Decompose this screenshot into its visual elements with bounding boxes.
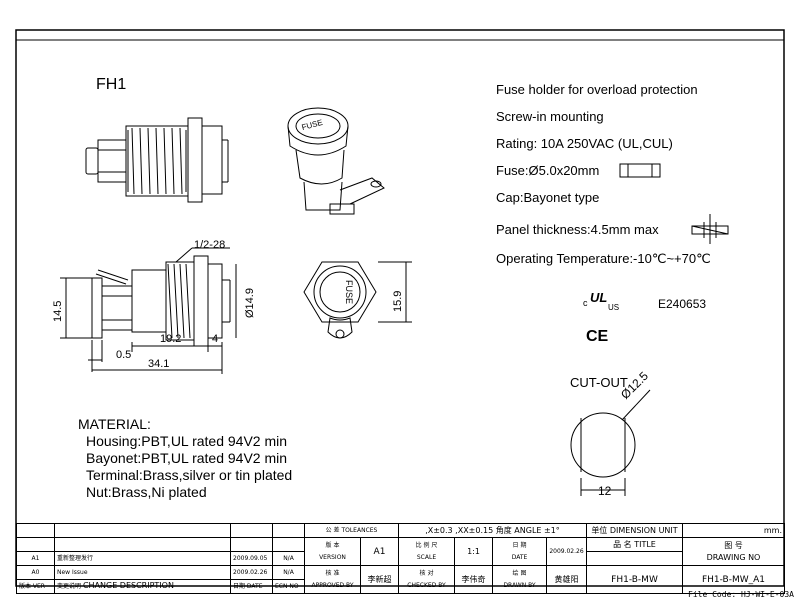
unit-value: mm. xyxy=(682,523,785,538)
holder-perspective-view: FUSE xyxy=(287,107,385,215)
approved-label-en: APPROVED BY xyxy=(311,581,354,589)
spec-mounting: Screw-in mounting xyxy=(496,109,604,124)
material-heading: MATERIAL: xyxy=(78,416,151,432)
ul-logo: UL xyxy=(590,290,608,305)
approved-label-cn: 核 准 xyxy=(325,569,340,577)
rev-ecn-1: N/A xyxy=(272,565,305,580)
spec-fuse: Fuse:Ø5.0x20mm xyxy=(496,163,600,178)
page-title: FH1 xyxy=(96,76,127,93)
scale-label-cn: 比 例 尺 xyxy=(415,541,438,549)
hdr-desc-cn: 变更说明 xyxy=(57,583,82,590)
spec-cap: Cap:Bayonet type xyxy=(496,190,600,205)
dim-nut-width: 15.9 xyxy=(392,290,404,312)
ul-file-number: E240653 xyxy=(658,297,707,311)
rev-desc-1: New Issue xyxy=(54,565,231,580)
title-block: 公 差 TOLEANCES ,X±0.3 ,XX±0.15 角度 ANGLE ±… xyxy=(16,523,785,594)
svg-text:FUSE: FUSE xyxy=(344,280,354,304)
drawing-label-en: DRAWING NO xyxy=(706,552,761,562)
drawn-label-en: DRAWN BY xyxy=(503,581,536,589)
ul-c-mark: c xyxy=(583,298,588,308)
cutout-view xyxy=(570,389,651,496)
hdr-ver: 版本 VER xyxy=(16,579,55,594)
checked-label-en: CHECKED BY xyxy=(407,581,446,589)
rev-ver-1: A0 xyxy=(16,565,55,580)
rev-ver-0: A1 xyxy=(16,551,55,566)
unit-label: 单位 DIMENSION UNIT xyxy=(586,523,683,538)
dim-thread: 1/2-28 xyxy=(194,239,226,251)
title-label: 品 名 TITLE xyxy=(586,537,683,552)
hdr-date: 日期 DATE xyxy=(230,579,273,594)
dim-body-length: 19.2 xyxy=(160,333,182,345)
hdr-desc-en: CHANGE DESCRIPTION xyxy=(82,581,174,590)
material-nut: Nut:Brass,Ni plated xyxy=(86,484,207,500)
rev-ecn-0: N/A xyxy=(272,551,305,566)
version-value: A1 xyxy=(360,537,399,566)
drawn-by: 黄雄阳 xyxy=(546,565,587,594)
tolerance-label: 公 差 TOLEANCES xyxy=(304,523,399,538)
fuse-icon xyxy=(619,163,661,178)
ce-mark: CE xyxy=(586,328,609,345)
approved-by: 李新超 xyxy=(360,565,399,594)
drawn-label-cn: 绘 图 xyxy=(512,569,527,577)
svg-text:FUSE: FUSE xyxy=(301,118,324,132)
material-housing: Housing:PBT,UL rated 94V2 min xyxy=(86,433,288,449)
drawing-label-cn: 图 号 xyxy=(724,540,743,550)
version-label-cn: 版 本 xyxy=(325,541,340,549)
rev-date-1: 2009.02.26 xyxy=(230,565,273,580)
rev-date-0: 2009.09.05 xyxy=(230,551,273,566)
drawing-number: FH1-B-MW_A1 xyxy=(682,565,785,594)
date-value: 2009.02.26 xyxy=(546,537,587,566)
hdr-ecn: ECN NO xyxy=(272,579,305,594)
spec-temperature: Operating Temperature:-10℃~+70℃ xyxy=(496,251,711,266)
spec-panel: Panel thickness:4.5mm max xyxy=(496,222,659,237)
dim-height: 14.5 xyxy=(52,300,64,322)
scale-value: 1:1 xyxy=(454,537,493,566)
date-label-en: DATE xyxy=(511,553,528,561)
holder-side-view-dimensioned xyxy=(60,247,237,374)
tolerance-values: ,X±0.3 ,XX±0.15 角度 ANGLE ±1° xyxy=(398,523,587,538)
dim-body-diameter: Ø14.9 xyxy=(244,288,256,318)
rev-desc-0: 重新整理发行 xyxy=(54,551,231,566)
holder-front-view: FUSE xyxy=(303,261,412,339)
title-value: FH1-B-MW xyxy=(586,565,683,594)
date-label-cn: 日 期 xyxy=(512,541,527,549)
dim-total-length: 34.1 xyxy=(148,358,170,370)
dim-offset: 0.5 xyxy=(116,349,132,361)
cutout-label: CUT-OUT xyxy=(570,375,628,390)
panel-thickness-icon xyxy=(691,214,729,244)
checked-by: 李伟奇 xyxy=(454,565,493,594)
checked-label-cn: 核 对 xyxy=(419,569,434,577)
scale-label-en: SCALE xyxy=(416,553,437,561)
spec-rating: Rating: 10A 250VAC (UL,CUL) xyxy=(496,136,673,151)
cutout-width: 12 xyxy=(598,484,612,498)
version-label-en: VERSION xyxy=(319,553,346,561)
dim-flange: 4 xyxy=(212,333,219,345)
ul-us-mark: US xyxy=(608,303,620,312)
holder-side-view-top xyxy=(85,117,229,203)
material-bayonet: Bayonet:PBT,UL rated 94V2 min xyxy=(86,450,288,466)
file-code: File Code: HJ-WI-E-03A xyxy=(688,590,794,599)
spec-purpose: Fuse holder for overload protection xyxy=(496,82,698,97)
material-terminal: Terminal:Brass,silver or tin plated xyxy=(86,467,293,483)
